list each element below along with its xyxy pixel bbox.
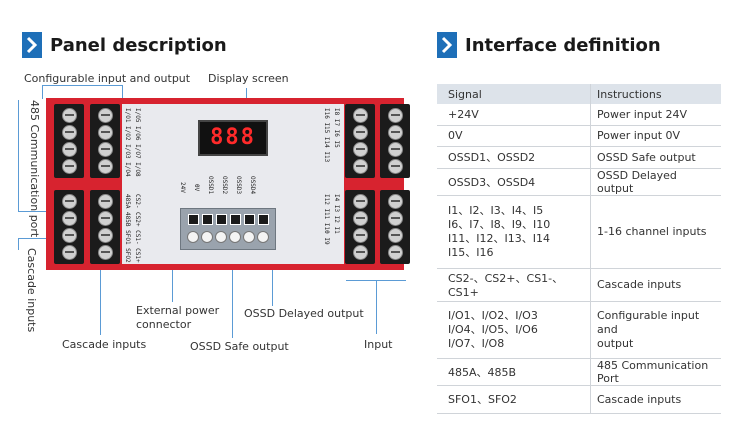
- cell-signal: +24V: [437, 104, 591, 126]
- block-label: 0V: [193, 184, 200, 192]
- table-row: I/O1、I/O2、I/O3 I/O4、I/O5、I/O6 I/O7、I/O8 …: [437, 301, 721, 359]
- display-screen: 888: [198, 120, 268, 156]
- panel-description-title: Panel description: [22, 32, 227, 58]
- cell-signal: I1、I2、I3、I4、I5 I6、I7、I8、I9、I10 I11、I12、I…: [437, 195, 591, 269]
- table-row: 0V Power input 0V: [437, 125, 721, 147]
- chevron-right-icon: [437, 32, 457, 58]
- terminal-labels: 485A 485B SFO1 SFO2: [124, 194, 131, 263]
- label-external-power: External power connector: [136, 304, 220, 331]
- terminal-labels: I16 I15 I14 I13: [323, 108, 330, 163]
- label-ossd-safe: OSSD Safe output: [190, 340, 289, 353]
- table-row: +24V Power input 24V: [437, 104, 721, 126]
- block-label: OSSD4: [249, 176, 256, 195]
- table-row: OSSD3、OSSD4 OSSD Delayed output: [437, 168, 721, 196]
- block-label: OSSD2: [221, 176, 228, 195]
- label-display-screen: Display screen: [208, 72, 289, 85]
- terminal-labels: I8 I7 I6 I5: [333, 108, 340, 148]
- label-cascade-inputs-side: Cascade inputs: [25, 248, 38, 333]
- terminal-labels: I4 I3 I2 I1: [333, 194, 340, 234]
- cell-instruction: 485 Communication Port: [590, 358, 721, 386]
- cell-instruction: Power input 24V: [590, 104, 721, 126]
- label-485-comm-port: 485 Communication port: [28, 100, 41, 238]
- table-row: I1、I2、I3、I4、I5 I6、I7、I8、I9、I10 I11、I12、I…: [437, 195, 721, 269]
- cell-instruction: OSSD Safe output: [590, 146, 721, 169]
- label-cascade-inputs-bottom: Cascade inputs: [62, 338, 147, 351]
- label-configurable-io: Configurable input and output: [24, 72, 191, 85]
- block-label: 24V: [179, 182, 186, 193]
- table-row: CS2-、CS2+、CS1-、CS1+ Cascade inputs: [437, 268, 721, 302]
- interface-definition-title: Interface definition: [437, 32, 661, 58]
- block-label: OSSD3: [235, 176, 242, 195]
- block-label: OSSD1: [207, 176, 214, 195]
- terminal-labels: I12 I11 I10 I9: [323, 194, 330, 245]
- table-row: 485A、485B 485 Communication Port: [437, 358, 721, 386]
- cell-instruction: Cascade inputs: [590, 268, 721, 302]
- cell-instruction: 1-16 channel inputs: [590, 195, 721, 269]
- cell-signal: SFO1、SFO2: [437, 385, 591, 414]
- cell-signal: OSSD1、OSSD2: [437, 146, 591, 169]
- table-row: SFO1、SFO2 Cascade inputs: [437, 385, 721, 414]
- interface-table: Signal Instructions +24V Power input 24V…: [437, 84, 721, 414]
- label-ossd-delayed: OSSD Delayed output: [244, 307, 364, 320]
- terminal-labels: I/O1 I/O2 I/O3 I/O4: [124, 108, 131, 177]
- cell-instruction: Configurable input and output: [590, 301, 721, 359]
- chevron-right-icon: [22, 32, 42, 58]
- cell-signal: 0V: [437, 125, 591, 147]
- interface-definition-text: Interface definition: [465, 34, 661, 56]
- cell-instruction: OSSD Delayed output: [590, 168, 721, 196]
- cell-signal: I/O1、I/O2、I/O3 I/O4、I/O5、I/O6 I/O7、I/O8: [437, 301, 591, 359]
- terminal-labels: CS2- CS2+ CS1- CS1+: [134, 194, 141, 263]
- cell-signal: 485A、485B: [437, 358, 591, 386]
- header-signal: Signal: [437, 84, 591, 104]
- header-instructions: Instructions: [590, 84, 721, 104]
- cell-signal: CS2-、CS2+、CS1-、CS1+: [437, 268, 591, 302]
- terminal-labels: I/O5 I/O6 I/O7 I/O8: [134, 108, 141, 177]
- label-input: Input: [364, 338, 393, 351]
- cell-signal: OSSD3、OSSD4: [437, 168, 591, 196]
- table-row: OSSD1、OSSD2 OSSD Safe output: [437, 146, 721, 169]
- cell-instruction: Cascade inputs: [590, 385, 721, 414]
- cell-instruction: Power input 0V: [590, 125, 721, 147]
- panel-description-text: Panel description: [50, 34, 227, 56]
